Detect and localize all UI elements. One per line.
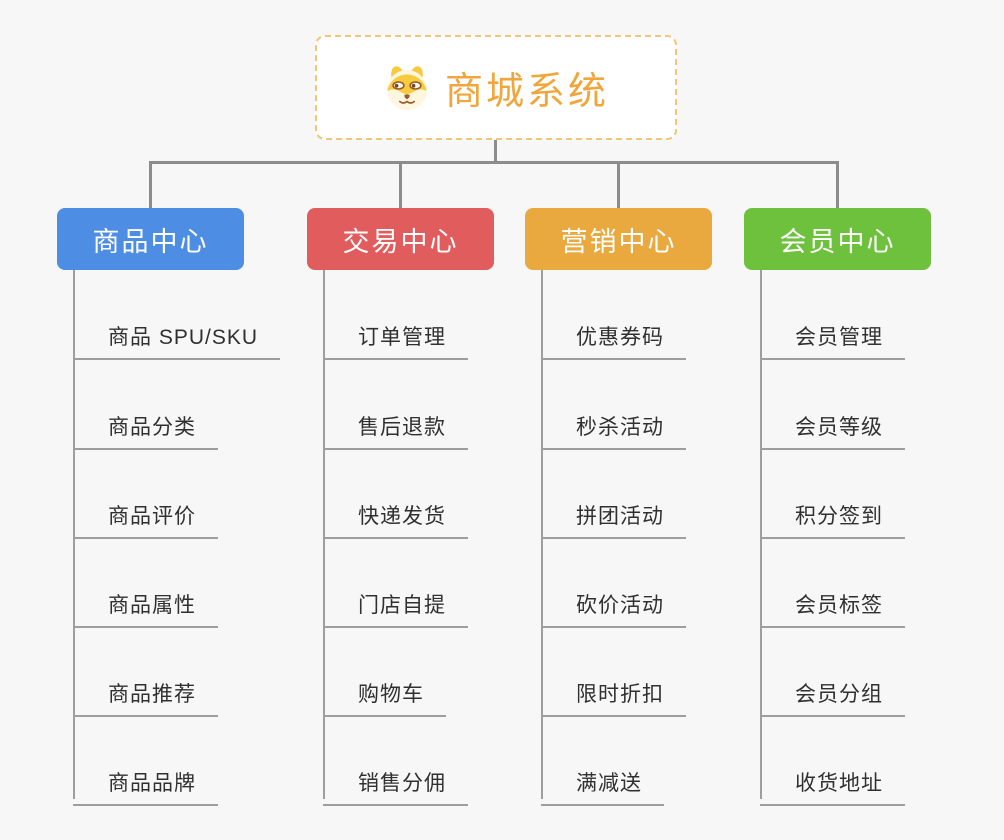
root-node-label: 商城系统 (444, 71, 609, 113)
child-node[interactable]: 会员标签 (760, 579, 905, 628)
branch-node-label: 商品中心 (92, 226, 209, 257)
child-node[interactable]: 商品分类 (73, 401, 218, 450)
child-node[interactable]: 砍价活动 (541, 579, 686, 628)
branch-node-2[interactable]: 交易中心 (307, 208, 494, 270)
child-node-label: 优惠券码 (576, 326, 664, 349)
child-node-label: 会员标签 (795, 594, 883, 617)
child-node-label: 会员管理 (795, 326, 883, 349)
child-node-label: 会员分组 (795, 683, 883, 706)
child-node[interactable]: 会员分组 (760, 668, 905, 717)
connector-branch-spine (760, 270, 762, 799)
child-node[interactable]: 满减送 (541, 757, 664, 806)
child-node[interactable]: 商品推荐 (73, 668, 218, 717)
child-node-label: 商品 SPU/SKU (108, 326, 259, 349)
branch-node-4[interactable]: 会员中心 (744, 208, 931, 270)
connector-branch-spine (323, 270, 325, 799)
child-node-label: 快递发货 (358, 505, 446, 528)
branch-node-label: 营销中心 (560, 226, 677, 257)
child-node-label: 拼团活动 (576, 505, 664, 528)
child-node-label: 商品评价 (108, 505, 196, 528)
child-node[interactable]: 购物车 (323, 668, 446, 717)
child-node-label: 商品品牌 (108, 772, 196, 795)
child-node[interactable]: 商品评价 (73, 490, 218, 539)
child-node[interactable]: 秒杀活动 (541, 401, 686, 450)
child-node[interactable]: 售后退款 (323, 401, 468, 450)
child-node[interactable]: 会员管理 (760, 311, 905, 360)
child-node[interactable]: 门店自提 (323, 579, 468, 628)
child-node[interactable]: 收货地址 (760, 757, 905, 806)
child-node[interactable]: 订单管理 (323, 311, 468, 360)
child-node[interactable]: 商品品牌 (73, 757, 218, 806)
connector-horizontal-bar (149, 161, 839, 164)
child-node[interactable]: 限时折扣 (541, 668, 686, 717)
branch-node-label: 交易中心 (342, 226, 459, 257)
child-node-label: 购物车 (358, 683, 424, 706)
child-node-label: 售后退款 (358, 416, 446, 439)
child-node-label: 秒杀活动 (576, 416, 664, 439)
child-node[interactable]: 优惠券码 (541, 311, 686, 360)
child-node-label: 门店自提 (358, 594, 446, 617)
connector-branch-drop (149, 161, 152, 208)
connector-branch-drop (836, 161, 839, 208)
child-node-label: 商品分类 (108, 416, 196, 439)
child-node-label: 砍价活动 (576, 594, 664, 617)
child-node[interactable]: 拼团活动 (541, 490, 686, 539)
branch-node-label: 会员中心 (779, 226, 896, 257)
child-node-label: 限时折扣 (576, 683, 664, 706)
child-node-label: 订单管理 (358, 326, 446, 349)
child-node-label: 积分签到 (795, 505, 883, 528)
branch-node-1[interactable]: 商品中心 (57, 208, 244, 270)
child-node-label: 商品推荐 (108, 683, 196, 706)
shiba-dog-icon (386, 65, 427, 110)
child-node-label: 商品属性 (108, 594, 196, 617)
child-node[interactable]: 会员等级 (760, 401, 905, 450)
connector-branch-drop (617, 161, 620, 208)
child-node[interactable]: 销售分佣 (323, 757, 468, 806)
child-node[interactable]: 积分签到 (760, 490, 905, 539)
connector-branch-spine (541, 270, 543, 799)
branch-node-3[interactable]: 营销中心 (525, 208, 712, 270)
child-node-label: 满减送 (576, 772, 642, 795)
root-node-mall-system[interactable]: 商城系统 (315, 35, 677, 140)
child-node[interactable]: 商品属性 (73, 579, 218, 628)
connector-root-stub (494, 140, 497, 162)
child-node-label: 销售分佣 (358, 772, 446, 795)
connector-branch-drop (399, 161, 402, 208)
child-node-label: 会员等级 (795, 416, 883, 439)
connector-branch-spine (73, 270, 75, 799)
child-node[interactable]: 商品 SPU/SKU (73, 311, 281, 360)
child-node-label: 收货地址 (795, 772, 883, 795)
child-node[interactable]: 快递发货 (323, 490, 468, 539)
